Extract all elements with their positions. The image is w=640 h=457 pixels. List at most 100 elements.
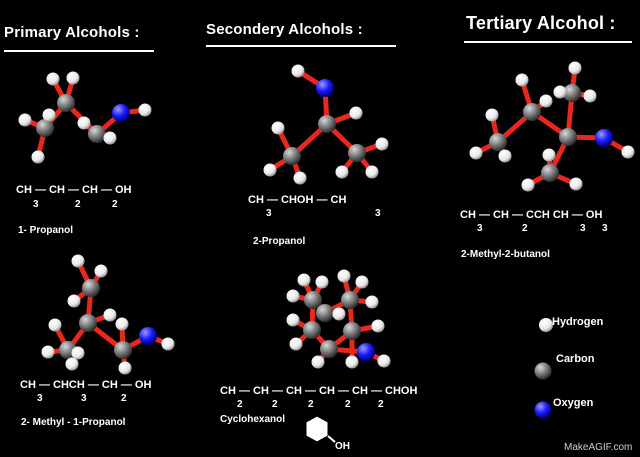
cyclohexanol-carbon-atom	[320, 340, 338, 358]
2-methyl-2-butanol-hydrogen-atom	[583, 89, 597, 103]
2-methyl-2-butanol-hydrogen-atom	[542, 148, 556, 162]
header-tertiary: Tertiary Alcohol :	[466, 13, 616, 33]
cyclohexanol-hydrogen-atom	[355, 275, 369, 289]
cyclohexanol-hydrogen-atom	[371, 319, 385, 333]
2-methyl-2-butanol-hydrogen-atom	[539, 94, 553, 108]
header-primary-rule	[4, 50, 154, 52]
cyclohexanol-hydrogen-atom	[315, 275, 329, 289]
formula-cyclohexanol-sub: 2	[272, 399, 278, 410]
formula-1-propanol-sub: 2	[75, 199, 81, 210]
2-methyl-2-butanol-carbon-atom	[489, 133, 507, 151]
legend-hydrogen-label: Hydrogen	[552, 316, 604, 328]
1-propanol-carbon-atom	[88, 125, 106, 143]
formula-cyclohexanol: CH — CH — CH — CH — CH — CHOH	[220, 385, 418, 397]
2-methyl-1-propanol-carbon-atom	[82, 279, 100, 297]
formula-2-methyl-1-propanol: CH — CHCH — CH — OH	[20, 379, 152, 391]
2-methyl-1-propanol-hydrogen-atom	[94, 264, 108, 278]
header-primary: Primary Alcohols :	[4, 24, 140, 41]
2-methyl-2-butanol-hydrogen-atom	[521, 178, 535, 192]
formula-1-propanol: CH — CH — CH — OH	[16, 184, 132, 196]
2-methyl-2-butanol-carbon-atom	[559, 128, 577, 146]
1-propanol-hydrogen-atom	[138, 103, 152, 117]
1-propanol-hydrogen-atom	[66, 71, 80, 85]
cyclohexanol-hydrogen-atom	[337, 269, 351, 283]
cyclohexanol-hydrogen-atom	[345, 355, 359, 369]
1-propanol-carbon-atom	[57, 94, 75, 112]
2-methyl-1-propanol-oxygen-atom	[139, 327, 157, 345]
formula-2-methyl-2-butanol-sub: 3	[477, 223, 483, 234]
2-propanol-hydrogen-atom	[271, 121, 285, 135]
cyclohexanol-hydrogen-atom	[311, 355, 325, 369]
legend-carbon-label: Carbon	[556, 353, 595, 365]
formula-cyclohexanol-sub: 2	[308, 399, 314, 410]
2-methyl-1-propanol-hydrogen-atom	[103, 308, 117, 322]
formula-2-methyl-1-propanol-sub: 3	[37, 393, 43, 404]
1-propanol-hydrogen-atom	[18, 113, 32, 127]
2-methyl-2-butanol-hydrogen-atom	[485, 108, 499, 122]
ring-oh-label: OH	[335, 441, 350, 452]
1-propanol-oxygen-atom	[112, 104, 130, 122]
cyclohexanol-hydrogen-atom	[365, 295, 379, 309]
name-2-propanol: 2-Propanol	[253, 236, 306, 247]
cyclohexanol-carbon-atom	[304, 291, 322, 309]
name-1-propanol: 1- Propanol	[18, 225, 74, 236]
1-propanol-hydrogen-atom	[31, 150, 45, 164]
formula-2-methyl-2-butanol-sub: 3	[602, 223, 608, 234]
2-methyl-1-propanol-hydrogen-atom	[118, 361, 132, 375]
2-propanol-hydrogen-atom	[365, 165, 379, 179]
2-propanol-hydrogen-atom	[375, 137, 389, 151]
1-propanol-hydrogen-atom	[46, 72, 60, 86]
formula-2-methyl-2-butanol-sub: 2	[522, 223, 528, 234]
2-methyl-1-propanol-hydrogen-atom	[71, 346, 85, 360]
2-methyl-1-propanol-hydrogen-atom	[65, 357, 79, 371]
1-propanol-carbon-atom	[36, 119, 54, 137]
2-methyl-1-propanol-hydrogen-atom	[161, 337, 175, 351]
cyclohexanol-oxygen-atom	[357, 343, 375, 361]
formula-2-methyl-2-butanol-sub: 3	[580, 223, 586, 234]
watermark: MakeAGIF.com	[564, 442, 633, 453]
formula-2-propanol-sub: 3	[266, 208, 272, 219]
2-propanol-carbon-atom	[318, 115, 336, 133]
1-propanol-hydrogen-atom	[77, 116, 91, 130]
cyclohexanol-hydrogen-atom	[297, 273, 311, 287]
2-methyl-2-butanol-carbon-atom	[523, 103, 541, 121]
2-propanol-carbon-atom	[283, 147, 301, 165]
cyclohexanol-hydrogen-atom	[332, 307, 346, 321]
legend-hydrogen-swatch	[539, 318, 553, 332]
2-methyl-1-propanol-hydrogen-atom	[115, 317, 129, 331]
2-propanol-hydrogen-atom	[349, 106, 363, 120]
2-propanol-hydrogen-atom	[293, 171, 307, 185]
2-methyl-1-propanol-hydrogen-atom	[41, 345, 55, 359]
legend-oxygen-label: Oxygen	[553, 397, 594, 409]
formula-1-propanol-sub: 3	[33, 199, 39, 210]
2-methyl-1-propanol-carbon-atom	[79, 314, 97, 332]
2-methyl-2-butanol-hydrogen-atom	[515, 73, 529, 87]
legend-oxygen-swatch	[534, 401, 552, 419]
formula-cyclohexanol-sub: 2	[237, 399, 243, 410]
2-methyl-2-butanol-hydrogen-atom	[498, 149, 512, 163]
2-methyl-2-butanol-carbon-atom	[563, 84, 581, 102]
2-methyl-2-butanol-hydrogen-atom	[568, 61, 582, 75]
header-secondary: Secondery Alcohols :	[206, 21, 363, 38]
legend-carbon-swatch	[534, 362, 552, 380]
formula-2-methyl-1-propanol-sub: 2	[121, 393, 127, 404]
2-methyl-1-propanol-hydrogen-atom	[48, 318, 62, 332]
2-methyl-1-propanol-hydrogen-atom	[71, 254, 85, 268]
formula-cyclohexanol-sub: 2	[345, 399, 351, 410]
formula-2-propanol-sub: 3	[375, 208, 381, 219]
cyclohexanol-hydrogen-atom	[377, 354, 391, 368]
cyclohexanol-carbon-atom	[341, 291, 359, 309]
2-methyl-2-butanol-carbon-atom	[541, 164, 559, 182]
cyclohexanol-carbon-atom	[303, 321, 321, 339]
2-propanol-oxygen-atom	[316, 79, 334, 97]
2-methyl-2-butanol-oxygen-atom	[595, 129, 613, 147]
name-2-methyl-2-butanol: 2-Methyl-2-butanol	[461, 249, 550, 260]
formula-2-propanol: CH — CHOH — CH	[248, 194, 347, 206]
cyclohexanol-hydrogen-atom	[286, 313, 300, 327]
cyclohexanol-carbon-atom	[316, 304, 334, 322]
2-methyl-2-butanol-hydrogen-atom	[469, 146, 483, 160]
2-propanol-hydrogen-atom	[263, 163, 277, 177]
name-cyclohexanol: Cyclohexanol	[220, 414, 286, 425]
